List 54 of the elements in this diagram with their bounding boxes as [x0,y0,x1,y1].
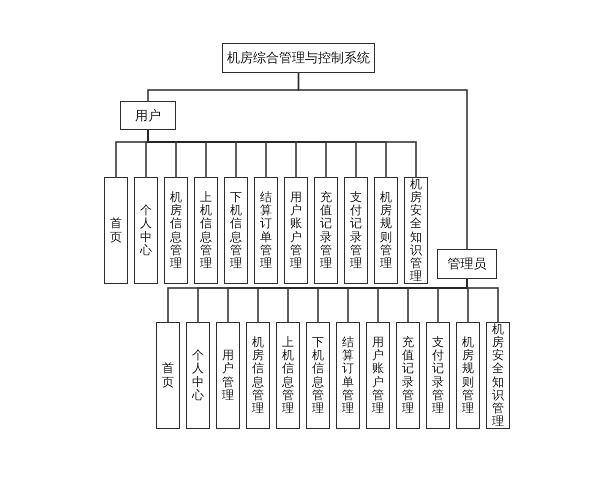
connector-line [298,73,468,249]
node-label: 上机信息管理 [282,336,294,416]
module-box [216,322,240,429]
node-label: 机房综合管理与控制系统 [227,50,370,67]
node-label: 首页 [110,217,122,244]
role-box [437,249,497,279]
node-label: 用户账户管理 [290,190,302,270]
node-label: 支付记录管理 [350,190,362,270]
node-label: 机房规则管理 [462,336,474,416]
module-box [366,322,390,429]
module-box [336,322,360,429]
node-label: 机房规则管理 [380,190,392,270]
module-box [276,322,300,429]
node-label: 充值记录管理 [320,190,332,270]
module-box [134,177,158,284]
node-label: 机房安全知识管理 [492,322,504,428]
module-box [396,322,420,429]
node-label: 结算订单管理 [260,190,272,270]
module-box [156,322,180,429]
connector-line [466,279,499,322]
node-label: 下机信息管理 [230,190,242,270]
system-box [222,43,375,73]
node-label: 支付记录管理 [432,336,444,416]
module-box [426,322,450,429]
module-box [404,177,428,284]
module-box [224,177,248,284]
role-box [120,101,176,130]
module-box [246,322,270,429]
module-box [104,177,128,284]
module-box [344,177,368,284]
module-box [314,177,338,284]
node-label: 上机信息管理 [200,190,212,270]
module-box [374,177,398,284]
node-label: 机房信息管理 [170,190,182,270]
module-box [194,177,218,284]
module-box [284,177,308,284]
node-label: 下机信息管理 [312,336,324,416]
node-label: 个人中心 [192,349,204,402]
module-box [456,322,480,429]
module-box [306,322,330,429]
module-box [164,177,188,284]
node-label: 首页 [162,362,174,389]
module-box [486,322,510,429]
module-box [186,322,210,429]
node-label: 结算订单管理 [342,336,354,416]
module-box [254,177,278,284]
node-label: 机房信息管理 [252,336,264,416]
node-label: 个人中心 [140,204,152,257]
node-label: 管理员 [448,256,486,273]
node-label: 用户管理 [222,349,234,402]
node-label: 用户 [135,108,161,124]
node-label: 用户账户管理 [372,336,384,416]
node-label: 机房安全知识管理 [410,178,422,284]
node-label: 充值记录管理 [402,336,414,416]
